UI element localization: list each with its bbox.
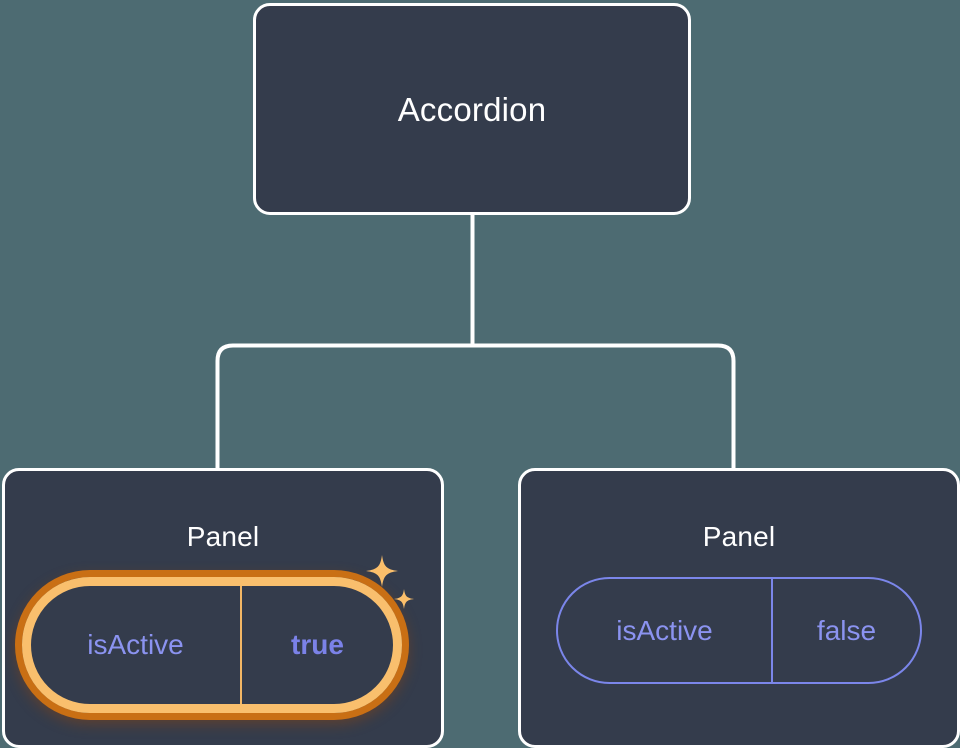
- sparkle-icon: [366, 555, 398, 587]
- prop-pill-inactive-wrapper: isActive false: [556, 577, 922, 684]
- prop-pill-active[interactable]: isActive true: [22, 577, 402, 713]
- sparkle-small-icon: [394, 589, 414, 609]
- prop-key-inactive: isActive: [616, 614, 713, 646]
- prop-pill-inactive[interactable]: isActive false: [556, 577, 922, 684]
- node-panel-inactive[interactable]: Panel isActive false: [518, 468, 960, 748]
- prop-pill-active-wrapper: isActive true: [22, 555, 414, 713]
- node-accordion[interactable]: Accordion: [253, 3, 691, 215]
- node-accordion-title: Accordion: [397, 90, 547, 128]
- connector-branch-bus: [215, 343, 736, 472]
- prop-value-inactive: false: [771, 579, 920, 682]
- node-panel-active-title: Panel: [186, 521, 260, 552]
- node-panel-inactive-title: Panel: [702, 521, 776, 552]
- prop-key-active: isActive: [87, 629, 184, 660]
- node-panel-active[interactable]: Panel isActive true: [2, 468, 444, 748]
- prop-value-active: true: [240, 586, 393, 704]
